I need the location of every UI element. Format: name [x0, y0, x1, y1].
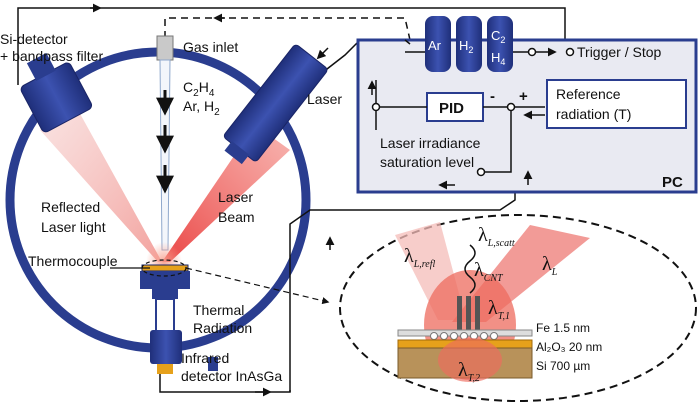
gas-cylinders: [425, 16, 513, 72]
layer-al2o3: Al₂O₃ 20 nm: [536, 340, 602, 354]
laser-source: [223, 44, 328, 165]
lambda-l-refl: λL,refl: [404, 245, 436, 270]
si-detector-label-1: Si-detector: [0, 31, 68, 47]
zoom-inset: [339, 214, 697, 402]
substrate-holder: [140, 264, 218, 374]
irradiance-label-2: saturation level: [380, 154, 474, 170]
lambda-t1: λT,1: [488, 297, 510, 322]
trigger-stop-label[interactable]: Trigger / Stop: [577, 44, 662, 60]
laser-label: Laser: [307, 91, 342, 107]
plus-sign: +: [519, 88, 528, 105]
gas-c2h4-bottom: H4: [491, 50, 505, 67]
lambda-l-scatt: λL,scatt: [478, 224, 515, 249]
gas-mix-line2: Ar, H2: [183, 98, 220, 118]
cnt-forest: [457, 296, 480, 330]
gas-line: [164, 17, 411, 41]
reference-label-1: Reference: [556, 86, 621, 102]
gas-inlet-label: Gas inlet: [183, 39, 238, 55]
reflected-label-2: Laser light: [41, 219, 106, 235]
infrared-label-1: Infrared: [181, 350, 229, 366]
si-detector-label-2: + bandpass filter: [0, 48, 103, 64]
cnt-emission: [464, 244, 476, 294]
laser-beam-label-2: Beam: [218, 209, 255, 225]
reflected-label-1: Reflected: [41, 199, 100, 215]
pc-label: PC: [662, 174, 683, 191]
pid-label: PID: [439, 100, 464, 117]
layer-fe: Fe 1.5 nm: [536, 321, 590, 335]
laser-beam-label-1: Laser: [218, 189, 253, 205]
thermocouple-label: Thermocouple: [28, 253, 118, 269]
layer-si: Si 700 µm: [536, 359, 590, 373]
lambda-l: λL: [542, 253, 558, 278]
infrared-label-2: detector InAsGa: [181, 368, 282, 384]
gas-mix-line1: C2H4: [183, 79, 215, 99]
thermal-label-2: Radiation: [193, 320, 252, 336]
reference-label-2: radiation (T): [556, 106, 631, 122]
lambda-t2: λT,2: [458, 359, 480, 384]
reference-block: [546, 79, 687, 129]
minus-sign: -: [490, 88, 495, 105]
reflected-light-beam: [40, 110, 162, 262]
thermal-label-1: Thermal: [193, 302, 244, 318]
gas-ar: Ar: [428, 38, 442, 53]
gas-c2h4-top: C2: [491, 28, 505, 45]
lambda-cnt: λCNT: [474, 259, 504, 284]
irradiance-label-1: Laser irradiance: [380, 135, 481, 151]
si-detector: [20, 52, 93, 133]
gas-h2: H2: [459, 38, 473, 55]
